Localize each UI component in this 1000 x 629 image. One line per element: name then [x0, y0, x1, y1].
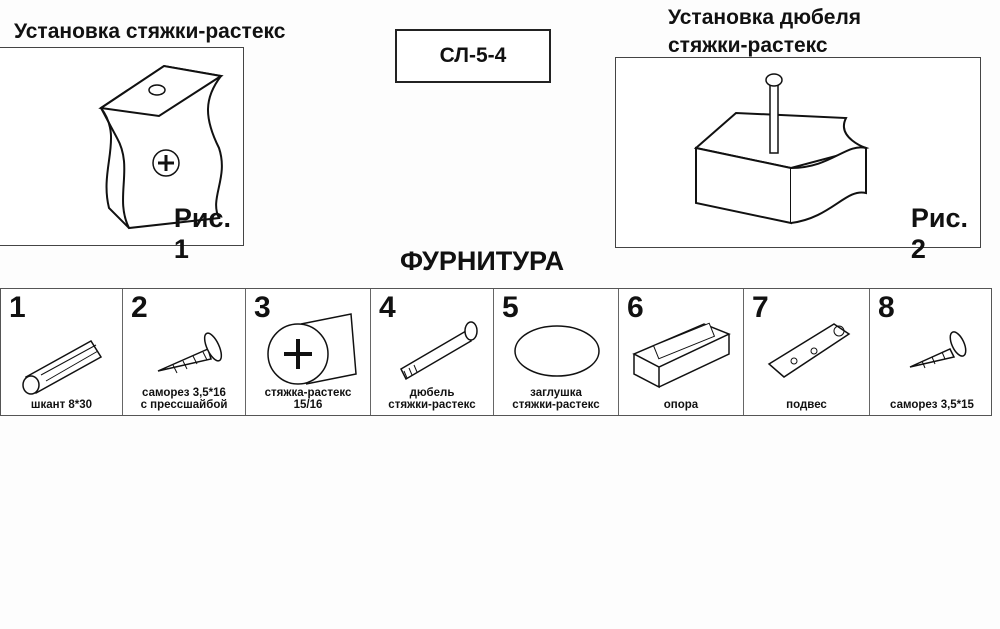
hardware-item-support: 6 опора	[619, 289, 744, 415]
dowel-installation-illustration	[693, 73, 870, 225]
fig2-title: Установка дюбеля стяжки-растекс	[668, 4, 861, 60]
fig2-title-line2: стяжки-растекс	[668, 34, 828, 57]
fig1-caption: Рис. 1	[173, 203, 231, 264]
item-number: 4	[379, 291, 396, 324]
fastener-installation-illustration	[98, 64, 224, 230]
cap-icon	[514, 325, 600, 377]
item-label: шкант 8*30	[30, 399, 93, 411]
item-label: опора	[663, 399, 699, 411]
wood-dowel-icon	[22, 339, 103, 395]
hardware-item-dowel: 1 шкант 8*30	[1, 289, 123, 415]
hardware-item-hanger: 7 подвес	[744, 289, 870, 415]
item-number: 6	[627, 291, 644, 324]
model-code-box: СЛ-5-4	[395, 29, 551, 83]
item-number: 3	[254, 291, 271, 324]
fig2-panel: Рис. 2	[615, 57, 981, 264]
cam-lock-icon	[267, 313, 357, 385]
item-number: 2	[131, 291, 148, 324]
hardware-item-screw: 8 саморез 3,5*15	[870, 289, 994, 415]
item-label: саморез 3,5*15	[890, 399, 974, 411]
fig2-title-line1: Установка дюбеля	[668, 6, 862, 29]
item-number: 7	[752, 291, 769, 324]
fig1-panel: Рис. 1	[0, 47, 244, 264]
item-number: 1	[9, 291, 26, 324]
model-code: СЛ-5-4	[439, 44, 507, 67]
cam-dowel-icon	[400, 321, 478, 381]
screw-icon	[157, 332, 223, 374]
item-number: 8	[878, 291, 895, 324]
screw-icon	[909, 331, 967, 369]
item-number: 5	[502, 291, 519, 324]
hanger-plate-icon	[767, 323, 851, 378]
support-icon	[632, 322, 731, 389]
item-label: подвес	[786, 399, 827, 411]
fig1-title: Установка стяжки-растекс	[14, 20, 286, 43]
section-title: ФУРНИТУРА	[400, 246, 565, 276]
fig2-caption: Рис. 2	[910, 203, 968, 264]
